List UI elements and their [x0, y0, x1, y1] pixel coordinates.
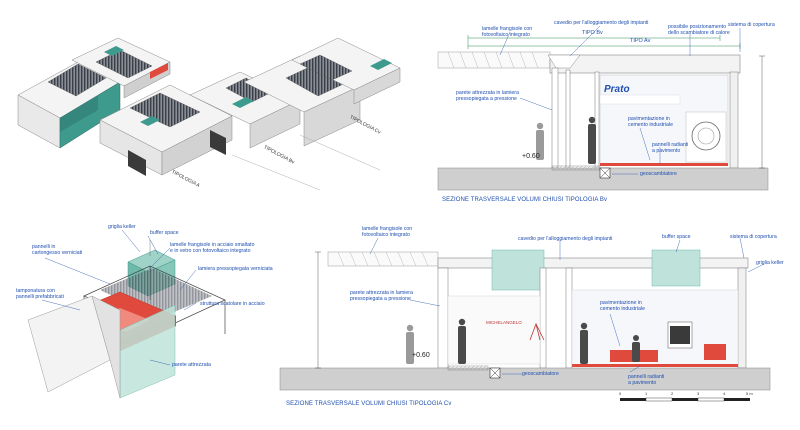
bv-label-sistema: sistema di copertura — [728, 22, 775, 28]
tipo-b-label: TIPO Bv — [582, 30, 603, 36]
bv-label-pannelli: pannelli radianti a pavimento — [652, 142, 689, 154]
cv-label-pavimentazione: pavimentazione in cemento industriale — [600, 300, 645, 312]
exp-label-tamponatura: tamponatura con pannelli prefabbricati — [16, 288, 64, 300]
section-bv — [437, 25, 769, 191]
bv-label-pavimentazione: pavimentazione in cemento industriale — [628, 116, 673, 128]
exp-label-pannelli: pannelli in cartongesso verniciati — [32, 244, 83, 256]
scale-tick-3: 3 — [697, 391, 700, 396]
scale-bar — [620, 397, 750, 402]
cv-label-geoscambiatore: geoscambiatore — [522, 371, 559, 377]
cv-label-lamelle: lamelle frangisole con fotovoltaico inte… — [362, 226, 413, 238]
bv-label-lamelle: lamelle frangisole con fotovoltaico inte… — [482, 26, 533, 38]
bv-shop-sign: Prato — [604, 84, 630, 95]
cv-label-sistema: sistema di copertura — [730, 234, 777, 240]
section-cv — [279, 237, 771, 402]
tipo-a-label: TIPO Av — [630, 38, 651, 44]
bv-level: +0.60 — [522, 153, 540, 160]
exp-label-griglia: griglia keller — [108, 224, 136, 230]
scale-tick-1: 1 — [645, 391, 648, 396]
exploded-axo — [27, 229, 226, 399]
cv-label-parete: parete attrezzata in lamiera pressopiega… — [350, 290, 413, 302]
cv-label-cavedio: cavedio per l'alloggiamento degli impian… — [518, 236, 613, 242]
scale-tick-0: 0 — [619, 391, 622, 396]
exp-label-lamelle: lamelle frangisole in acciaio smaltato e… — [170, 242, 255, 254]
bv-section-title: SEZIONE TRASVERSALE VOLUMI CHIUSI TIPOLO… — [442, 197, 608, 203]
bv-label-geoscambiatore: geoscambiatore — [640, 171, 677, 177]
exp-label-buffer: buffer space — [150, 230, 179, 236]
cv-label-pannelli: pannelli radianti a pavimento — [628, 374, 665, 386]
bv-label-parete: parete attrezzata in lamiera pressopiega… — [456, 90, 519, 102]
bv-label-possibile: possibile posizionamento dello scambiato… — [668, 24, 730, 36]
scale-tick-5: 5 m — [746, 391, 753, 396]
exp-label-parete: parete attrezzata — [172, 362, 211, 368]
cv-label-griglia: griglia keller — [756, 260, 784, 266]
bv-label-cavedio: cavedio per l'alloggiamento degli impian… — [554, 20, 649, 26]
cv-shop-sign: MICHELANGELO — [486, 320, 522, 325]
cv-section-title: SEZIONE TRASVERSALE VOLUMI CHIUSI TIPOLO… — [286, 401, 452, 407]
scale-tick-4: 4 — [723, 391, 726, 396]
scale-tick-2: 2 — [671, 391, 674, 396]
cv-level: +0.60 — [412, 352, 430, 359]
exp-label-struttura: struttura scatolare in acciaio — [200, 301, 265, 307]
cv-label-buffer: buffer space — [662, 234, 691, 240]
exp-label-lamiera: lamiera pressopiegata verniciata — [198, 266, 273, 272]
axo-overview — [17, 37, 401, 191]
